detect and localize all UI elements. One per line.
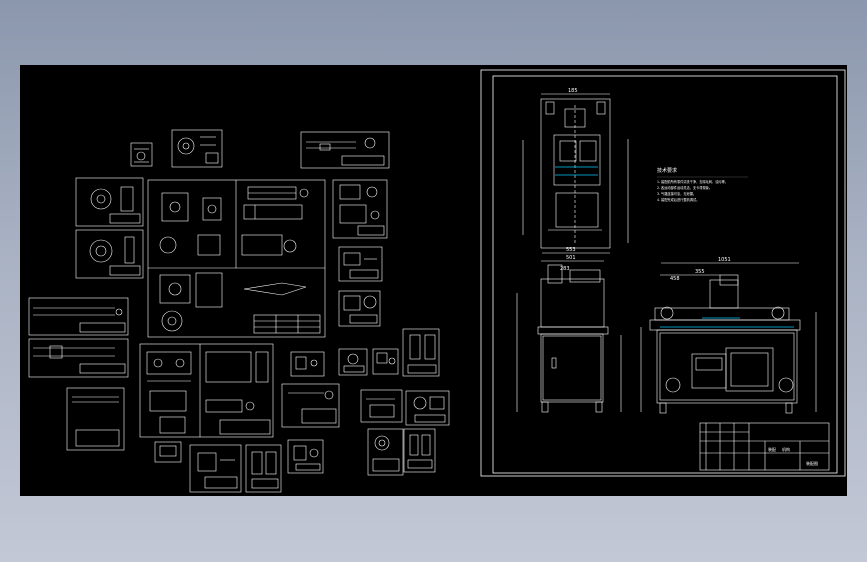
assembly-sheet[interactable] (480, 69, 846, 477)
part-sheet-04[interactable] (75, 177, 144, 227)
tech-notes-line-1: 1. 装配前所有零件清洗干净，去除毛刺、油污等。 (657, 179, 728, 184)
title-block-left: 装配 (768, 446, 776, 452)
tech-notes-line-3: 3. 气路连接可靠，无泄漏。 (657, 191, 696, 196)
part-sheet-20[interactable] (154, 441, 182, 463)
part-sheet-21[interactable] (189, 444, 242, 493)
top-view-dim-top: 185 (568, 88, 578, 94)
title-block-right: 装配图 (806, 460, 818, 466)
part-sheet-23[interactable] (287, 439, 324, 474)
part-sheet-09[interactable] (28, 297, 129, 336)
part-sheet-02[interactable] (171, 129, 223, 168)
part-sheet-25[interactable] (403, 428, 436, 473)
part-sheet-07[interactable] (338, 246, 383, 282)
part-sheet-13[interactable] (290, 351, 325, 377)
tech-notes-line-4: 4. 装配完成后进行整机调试。 (657, 197, 699, 202)
side-view-accent (660, 317, 794, 328)
side-view-dim-top: 1051 (718, 257, 731, 263)
part-sheet-18[interactable] (360, 389, 403, 423)
tech-notes-heading: 技术要求 (657, 167, 677, 174)
side-view-dim-sub: 355 (695, 269, 705, 275)
part-sheet-05[interactable] (75, 229, 144, 279)
front-view-dim-sub: 283 (560, 266, 570, 272)
part-sheet-16[interactable] (372, 348, 399, 375)
side-view[interactable] (640, 262, 817, 414)
part-sheet-01[interactable] (130, 142, 153, 167)
title-block-mid: 机构 (782, 446, 790, 452)
part-sheet-15[interactable] (338, 348, 368, 376)
part-sheet-main-block[interactable] (147, 179, 326, 338)
front-view[interactable] (516, 260, 622, 413)
part-sheet-12[interactable] (66, 387, 125, 451)
part-sheet-22[interactable] (245, 444, 282, 493)
cad-drawing: 185 553 501 283 1051 355 458 技术要求 1. 装配前… (28, 69, 846, 493)
cad-model-space[interactable]: 185 553 501 283 1051 355 458 技术要求 1. 装配前… (20, 65, 847, 496)
part-sheet-19[interactable] (405, 390, 450, 426)
part-sheet-14[interactable] (281, 383, 340, 428)
part-sheet-11[interactable] (139, 343, 274, 438)
part-sheet-06[interactable] (332, 179, 388, 239)
part-sheet-24[interactable] (367, 428, 404, 476)
part-sheet-03[interactable] (300, 131, 390, 169)
top-view-dim-bottom: 553 (566, 247, 576, 253)
top-view[interactable] (522, 93, 629, 254)
title-block[interactable] (699, 422, 830, 471)
side-view-dim-small: 458 (670, 276, 680, 282)
tech-notes-line-2: 2. 各运动部件运动灵活，无卡滞现象。 (657, 185, 712, 190)
part-sheet-08[interactable] (338, 290, 381, 327)
part-sheet-10[interactable] (28, 338, 129, 378)
front-view-dim-top: 501 (566, 255, 576, 261)
top-view-accent (555, 166, 598, 176)
part-sheet-17[interactable] (402, 328, 440, 377)
